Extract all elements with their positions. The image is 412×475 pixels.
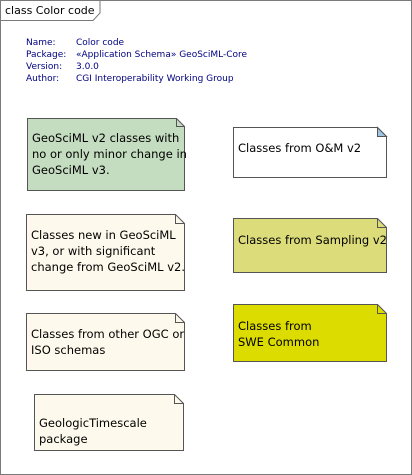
note-line: no or only minor change in xyxy=(32,147,187,161)
metadata-key: Name: xyxy=(26,38,56,48)
note-line: GeoSciML v3. xyxy=(32,163,110,177)
metadata-key: Author: xyxy=(26,74,60,84)
note-line: change from GeoSciML v2. xyxy=(31,260,185,274)
note-line: SWE Common xyxy=(238,335,320,349)
note-swe-common-text: Classes from SWE Common xyxy=(238,318,319,350)
metadata-row-version: Version: 3.0.0 xyxy=(26,61,99,73)
note-new-geosciml-v3-text: Classes new in GeoSciML v3, or with sign… xyxy=(31,227,185,275)
note-line: Classes new in GeoSciML xyxy=(31,228,176,242)
metadata-key: Package: xyxy=(26,50,67,60)
metadata-row-author: Author: CGI Interoperability Working Grou… xyxy=(26,73,234,85)
metadata-value: CGI Interoperability Working Group xyxy=(76,74,234,84)
note-other-ogc-iso-text: Classes from other OGC or ISO schemas xyxy=(31,326,184,358)
note-om-v2-shape[interactable] xyxy=(233,126,388,178)
metadata-value: «Application Schema» GeoSciML-Core xyxy=(76,50,248,60)
note-geosciml-v2-text: GeoSciML v2 classes with no or only mino… xyxy=(32,130,187,178)
metadata-row-name: Name: Color code xyxy=(26,37,124,49)
note-line: GeoSciML v2 classes with xyxy=(32,131,180,145)
frame-title: class Color code xyxy=(5,4,95,17)
note-line: v3, or with significant xyxy=(31,244,156,258)
note-geosciml-v2-shape[interactable] xyxy=(27,118,185,191)
note-new-geosciml-v3-shape[interactable] xyxy=(26,214,185,291)
metadata-value: 3.0.0 xyxy=(76,62,99,72)
note-line: package xyxy=(39,432,88,446)
metadata-value: Color code xyxy=(76,38,125,48)
note-swe-common-shape[interactable] xyxy=(233,304,387,362)
metadata-key: Version: xyxy=(26,62,63,72)
frame-tab xyxy=(0,0,101,21)
note-line: Classes from O&M v2 xyxy=(238,141,362,155)
note-om-v2-text: Classes from O&M v2 xyxy=(238,140,361,156)
metadata-row-package: Package: «Application Schema» GeoSciML-Co… xyxy=(26,49,247,61)
note-geologic-timescale-shape[interactable] xyxy=(34,394,184,451)
note-line: Classes from Sampling v2 xyxy=(238,233,388,247)
note-line: Classes from other OGC or xyxy=(31,327,185,341)
note-other-ogc-iso-shape[interactable] xyxy=(26,313,185,371)
note-sampling-v2-text: Classes from Sampling v2 xyxy=(238,232,387,248)
note-geologic-timescale-text: GeologicTimescale package xyxy=(39,415,147,447)
note-line: GeologicTimescale xyxy=(39,416,147,430)
note-sampling-v2-shape[interactable] xyxy=(233,218,387,273)
note-line: Classes from xyxy=(238,319,312,333)
note-line: ISO schemas xyxy=(31,343,106,357)
